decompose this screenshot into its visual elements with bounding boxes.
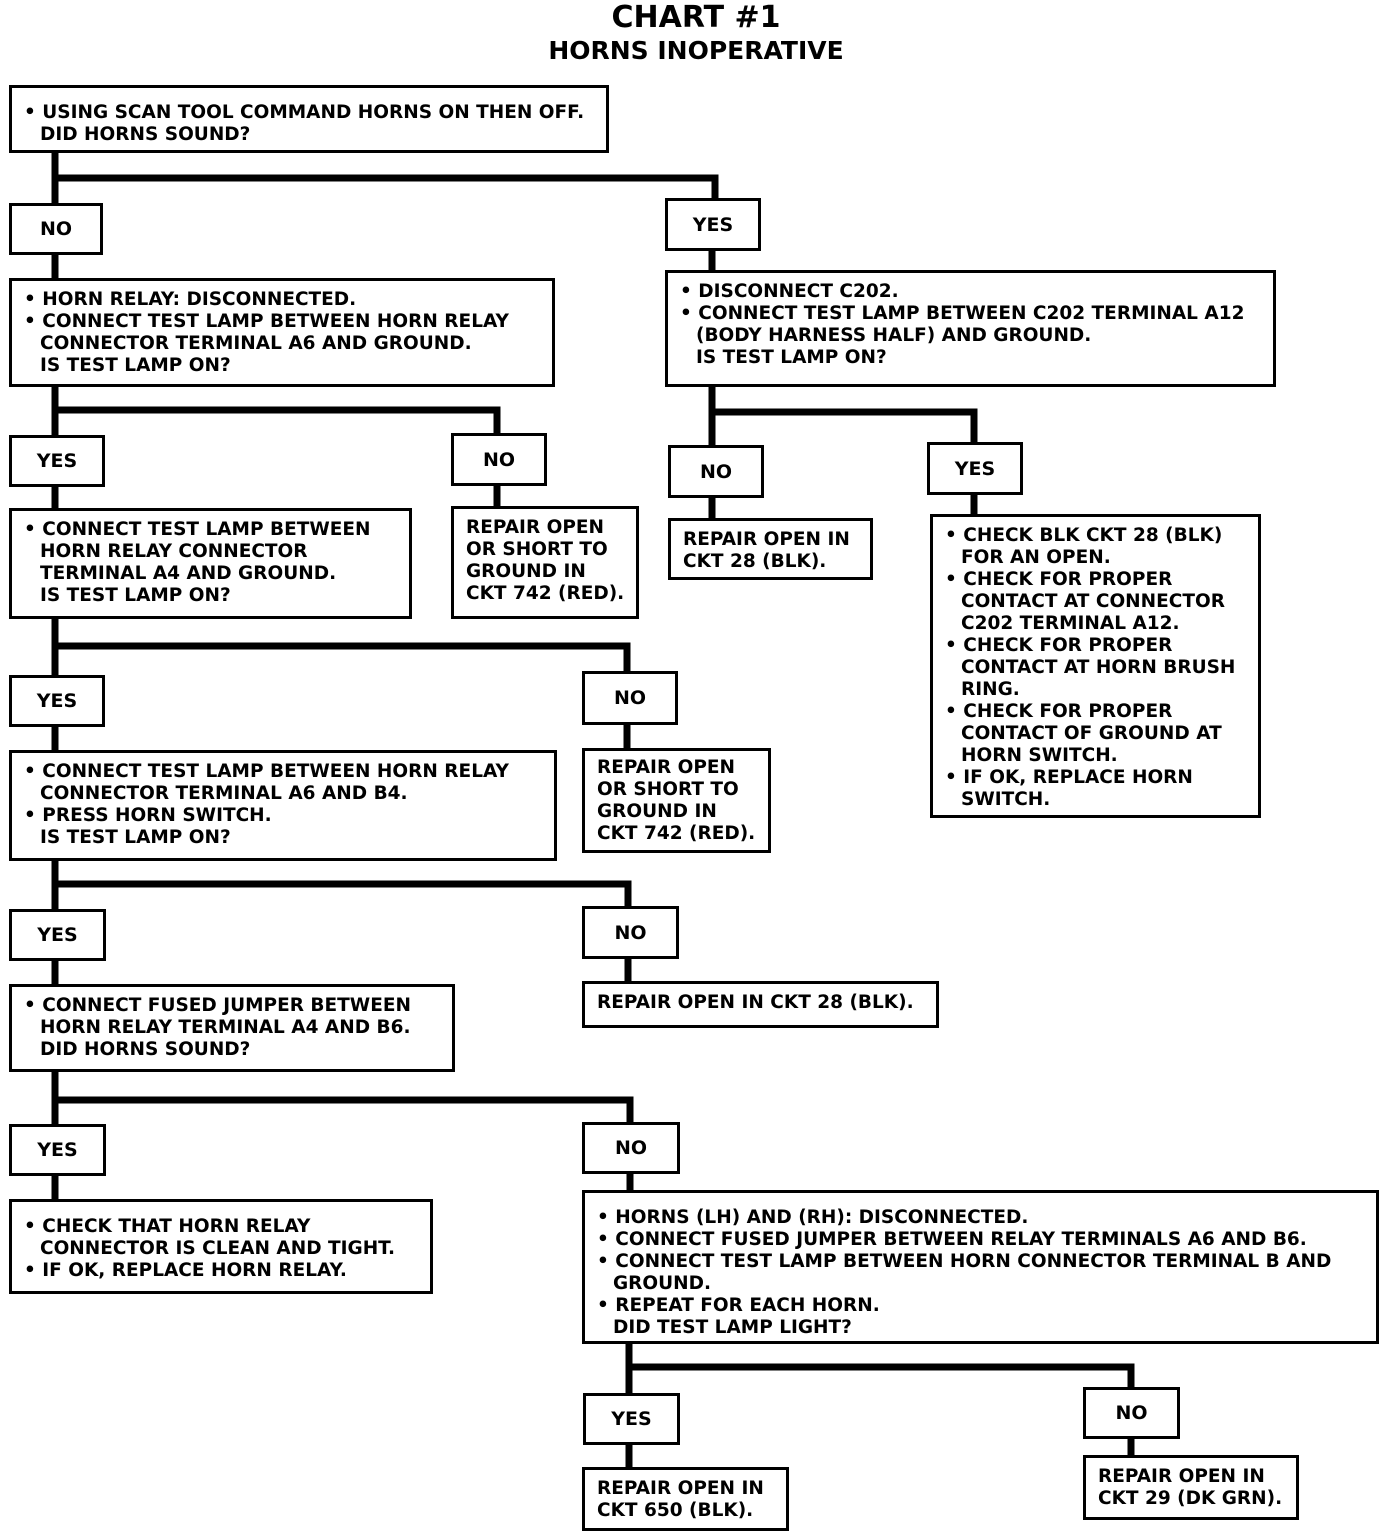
action-repair-ckt28-b: REPAIR OPEN IN CKT 28 (BLK). — [582, 981, 939, 1028]
branch-yes-label: YES — [927, 442, 1023, 495]
branch-yes-label: YES — [583, 1393, 680, 1445]
branch-yes-label: YES — [665, 198, 761, 251]
step-c202-a12-test: • DISCONNECT C202. • CONNECT TEST LAMP B… — [665, 270, 1276, 387]
action-repair-ckt650: REPAIR OPEN IN CKT 650 (BLK). — [582, 1467, 789, 1531]
connector-s8-split — [51, 856, 632, 912]
chart-subtitle: HORNS INOPERATIVE — [548, 36, 844, 65]
action-repair-ckt742-a: REPAIR OPEN OR SHORT TO GROUND IN CKT 74… — [451, 506, 639, 619]
step-scan-tool-horn-command: • USING SCAN TOOL COMMAND HORNS ON THEN … — [9, 85, 609, 153]
branch-no-label: NO — [1083, 1387, 1180, 1439]
connector-s4-split — [51, 614, 631, 677]
connector-s2-split — [51, 382, 501, 439]
step-horn-relay-a4-test: • CONNECT TEST LAMP BETWEEN HORN RELAY C… — [9, 508, 412, 619]
branch-yes-label: YES — [9, 909, 106, 961]
connector-s13-split — [625, 1339, 1135, 1393]
action-replace-horn-relay: • CHECK THAT HORN RELAY CONNECTOR IS CLE… — [9, 1199, 433, 1294]
action-repair-ckt29: REPAIR OPEN IN CKT 29 (DK GRN). — [1083, 1455, 1299, 1520]
step-horn-relay-a6-test: • HORN RELAY: DISCONNECTED. • CONNECT TE… — [9, 278, 555, 387]
branch-no-label: NO — [582, 906, 679, 959]
action-check-horn-switch-circuit: • CHECK BLK CKT 28 (BLK) FOR AN OPEN. • … — [930, 514, 1261, 818]
branch-yes-label: YES — [9, 1124, 106, 1176]
branch-no-label: NO — [582, 671, 678, 725]
step-horn-connector-test: • HORNS (LH) AND (RH): DISCONNECTED. • C… — [582, 1190, 1379, 1344]
step-horn-relay-a6-b4-test: • CONNECT TEST LAMP BETWEEN HORN RELAY C… — [9, 750, 557, 861]
connector-s10-split — [51, 1066, 634, 1128]
branch-yes-label: YES — [9, 435, 105, 487]
branch-no-label: NO — [9, 203, 103, 255]
action-repair-ckt28-a: REPAIR OPEN IN CKT 28 (BLK). — [668, 518, 873, 580]
branch-no-label: NO — [668, 445, 764, 498]
branch-no-label: NO — [582, 1122, 680, 1174]
action-repair-ckt742-b: REPAIR OPEN OR SHORT TO GROUND IN CKT 74… — [582, 748, 771, 853]
connector-s1-split — [51, 148, 719, 204]
branch-no-label: NO — [451, 433, 547, 486]
chart-title: CHART #1 — [611, 0, 781, 35]
connector-s3-split — [708, 382, 978, 448]
branch-yes-label: YES — [9, 675, 105, 727]
step-fused-jumper-a4-b6: • CONNECT FUSED JUMPER BETWEEN HORN RELA… — [9, 984, 455, 1072]
